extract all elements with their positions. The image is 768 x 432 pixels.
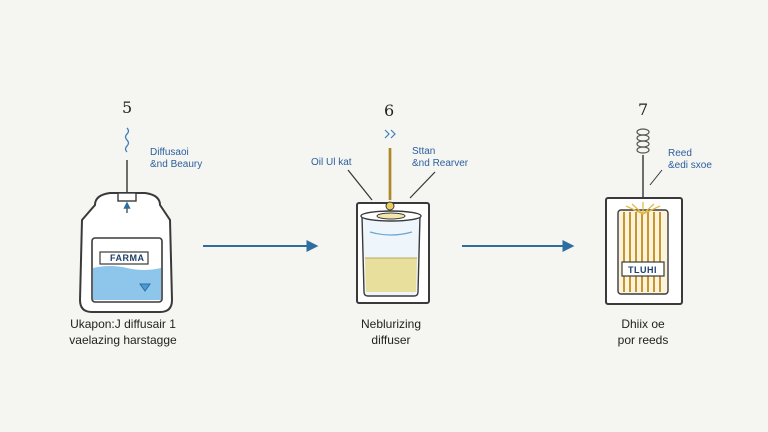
- step-7-callout-line-1: Reed: [668, 148, 692, 159]
- farma-tag: [99, 251, 149, 265]
- step-6-callout-right-line-1: Sttan: [412, 146, 436, 157]
- step-7-callout-line-2: &edi sxoe: [668, 160, 712, 171]
- step-6-callout-right-line-2: &nd Rearver: [412, 158, 469, 169]
- step-7-caption-line-1: Dhiix oe: [621, 317, 665, 331]
- step-5-caption-line-1: Ukapon:J diffusair 1: [70, 317, 176, 331]
- coil-icon: [636, 128, 650, 154]
- mist-icon: [124, 127, 130, 192]
- step-7-callout: Reed &edi sxoe: [668, 148, 712, 172]
- dropper-icon: [384, 129, 396, 139]
- tluhi-tag: [621, 261, 665, 277]
- step-6-callout-left: Oil Ul kat: [311, 157, 352, 168]
- step-6-callout-right: Sttan &nd Rearver: [412, 146, 468, 170]
- step-5-callout-line-2: &nd Beaury: [150, 159, 203, 170]
- step-5-tag-label: FARMA: [110, 253, 145, 263]
- step-number-7: 7: [638, 100, 649, 119]
- step-5-callout-line-1: Diffusaoi: [150, 147, 189, 158]
- step-number-6: 6: [384, 101, 395, 120]
- step-5-callout: Diffusaoi &nd Beaury: [150, 147, 202, 171]
- step-6-caption: Neblurizing diffuser: [361, 316, 421, 348]
- step-7-caption: Dhiix oe por reeds: [618, 316, 669, 348]
- nebulizing-diffuser-illustration: [347, 129, 436, 304]
- step-5-caption: Ukapon:J diffusair 1 vaelazing harstagge: [69, 316, 176, 348]
- step-7-caption-line-2: por reeds: [617, 333, 669, 347]
- reed-diffuser-illustration: [605, 128, 683, 305]
- step-5-caption-line-2: vaelazing harstagge: [69, 333, 177, 347]
- step-7-tag-label: TLUHI: [628, 265, 657, 275]
- step-number-5: 5: [122, 98, 133, 117]
- ultrasonic-diffuser-illustration: [78, 127, 174, 313]
- step-6-caption-line-1: Neblurizing: [360, 317, 422, 331]
- step-6-caption-line-2: diffuser: [371, 333, 411, 347]
